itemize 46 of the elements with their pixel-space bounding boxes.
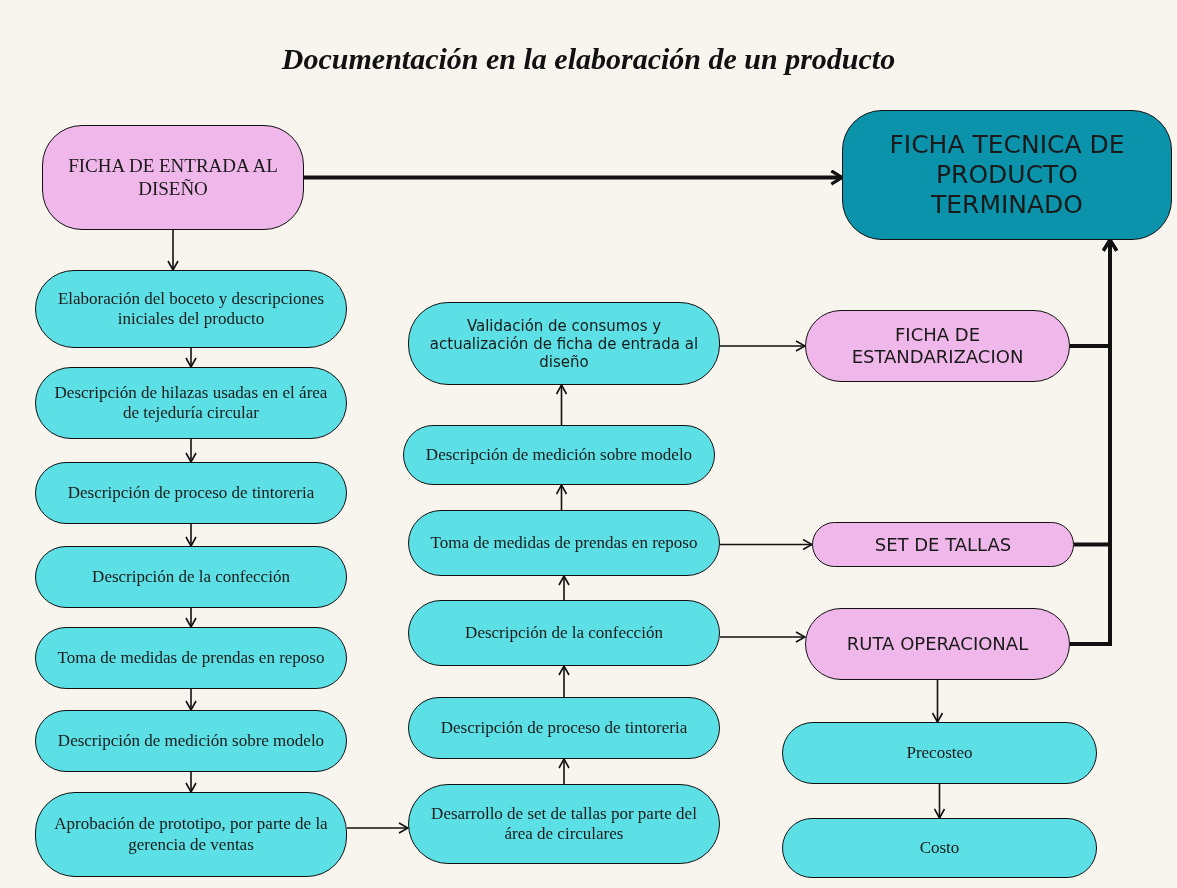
box-text: Descripción de proceso de tintoreria (440, 717, 688, 739)
arrow (185, 523, 197, 547)
diagram-title: Documentación en la elaboración de un producto (280, 42, 897, 76)
box-text: Aprobación de prototipo, por parte de la gerencia de ventas (53, 814, 329, 855)
box-text: Validación de consumos y actualización de ficha de entrada al diseño (428, 316, 700, 371)
box-text: Descripción de la confección (92, 566, 290, 588)
box-text: SET DE TALLAS (874, 533, 1012, 556)
process-box (42, 125, 304, 230)
arrow (558, 575, 570, 601)
box-text: FICHA TECNICA DE PRODUCTO TERMINADO (888, 130, 1126, 220)
box-text: Elaboración del boceto y descripciones iniciales del producto (56, 288, 326, 330)
arrow (304, 169, 844, 186)
box-text: Descripción de hilazas usadas en el área de tejeduría circular (53, 382, 329, 424)
arrow (719, 631, 806, 643)
box-text: Descripción de medición sobre modelo (425, 444, 693, 466)
arrow (185, 688, 197, 711)
box-text: RUTA OPERACIONAL (846, 633, 1029, 655)
arrow (558, 758, 570, 785)
box-text: Descripción de proceso de tintoreria (67, 482, 315, 504)
process-box (812, 522, 1074, 567)
box-text: FICHA DE ENTRADA AL DISEÑO (67, 154, 279, 201)
arrow (185, 607, 197, 628)
process-box (782, 818, 1097, 878)
arrow (719, 538, 813, 551)
box-text: Descripción de la confección (465, 622, 663, 644)
arrow (719, 340, 806, 352)
arrow (555, 384, 568, 426)
box-text: Descripción de medición sobre modelo (57, 730, 325, 752)
box-text: FICHA DE ESTANDARIZACION (850, 324, 1025, 368)
arrow (931, 679, 944, 723)
arrow (346, 822, 409, 834)
arrow (185, 771, 197, 793)
box-text: Toma de medidas de prendas en reposo (57, 647, 325, 669)
box-text: Costo (919, 837, 960, 859)
arrow (185, 347, 197, 368)
arrow (555, 484, 568, 511)
process-box (842, 110, 1172, 240)
box-text: Desarrollo de set de tallas por parte del área de circulares (430, 803, 698, 845)
arrow (933, 783, 946, 819)
box-text: Precosteo (906, 742, 973, 764)
arrow (167, 229, 179, 271)
process-box (403, 425, 715, 485)
arrow (1070, 238, 1119, 646)
arrow (558, 665, 570, 698)
box-text: Toma de medidas de prendas en reposo (430, 532, 698, 554)
arrow (185, 438, 197, 463)
